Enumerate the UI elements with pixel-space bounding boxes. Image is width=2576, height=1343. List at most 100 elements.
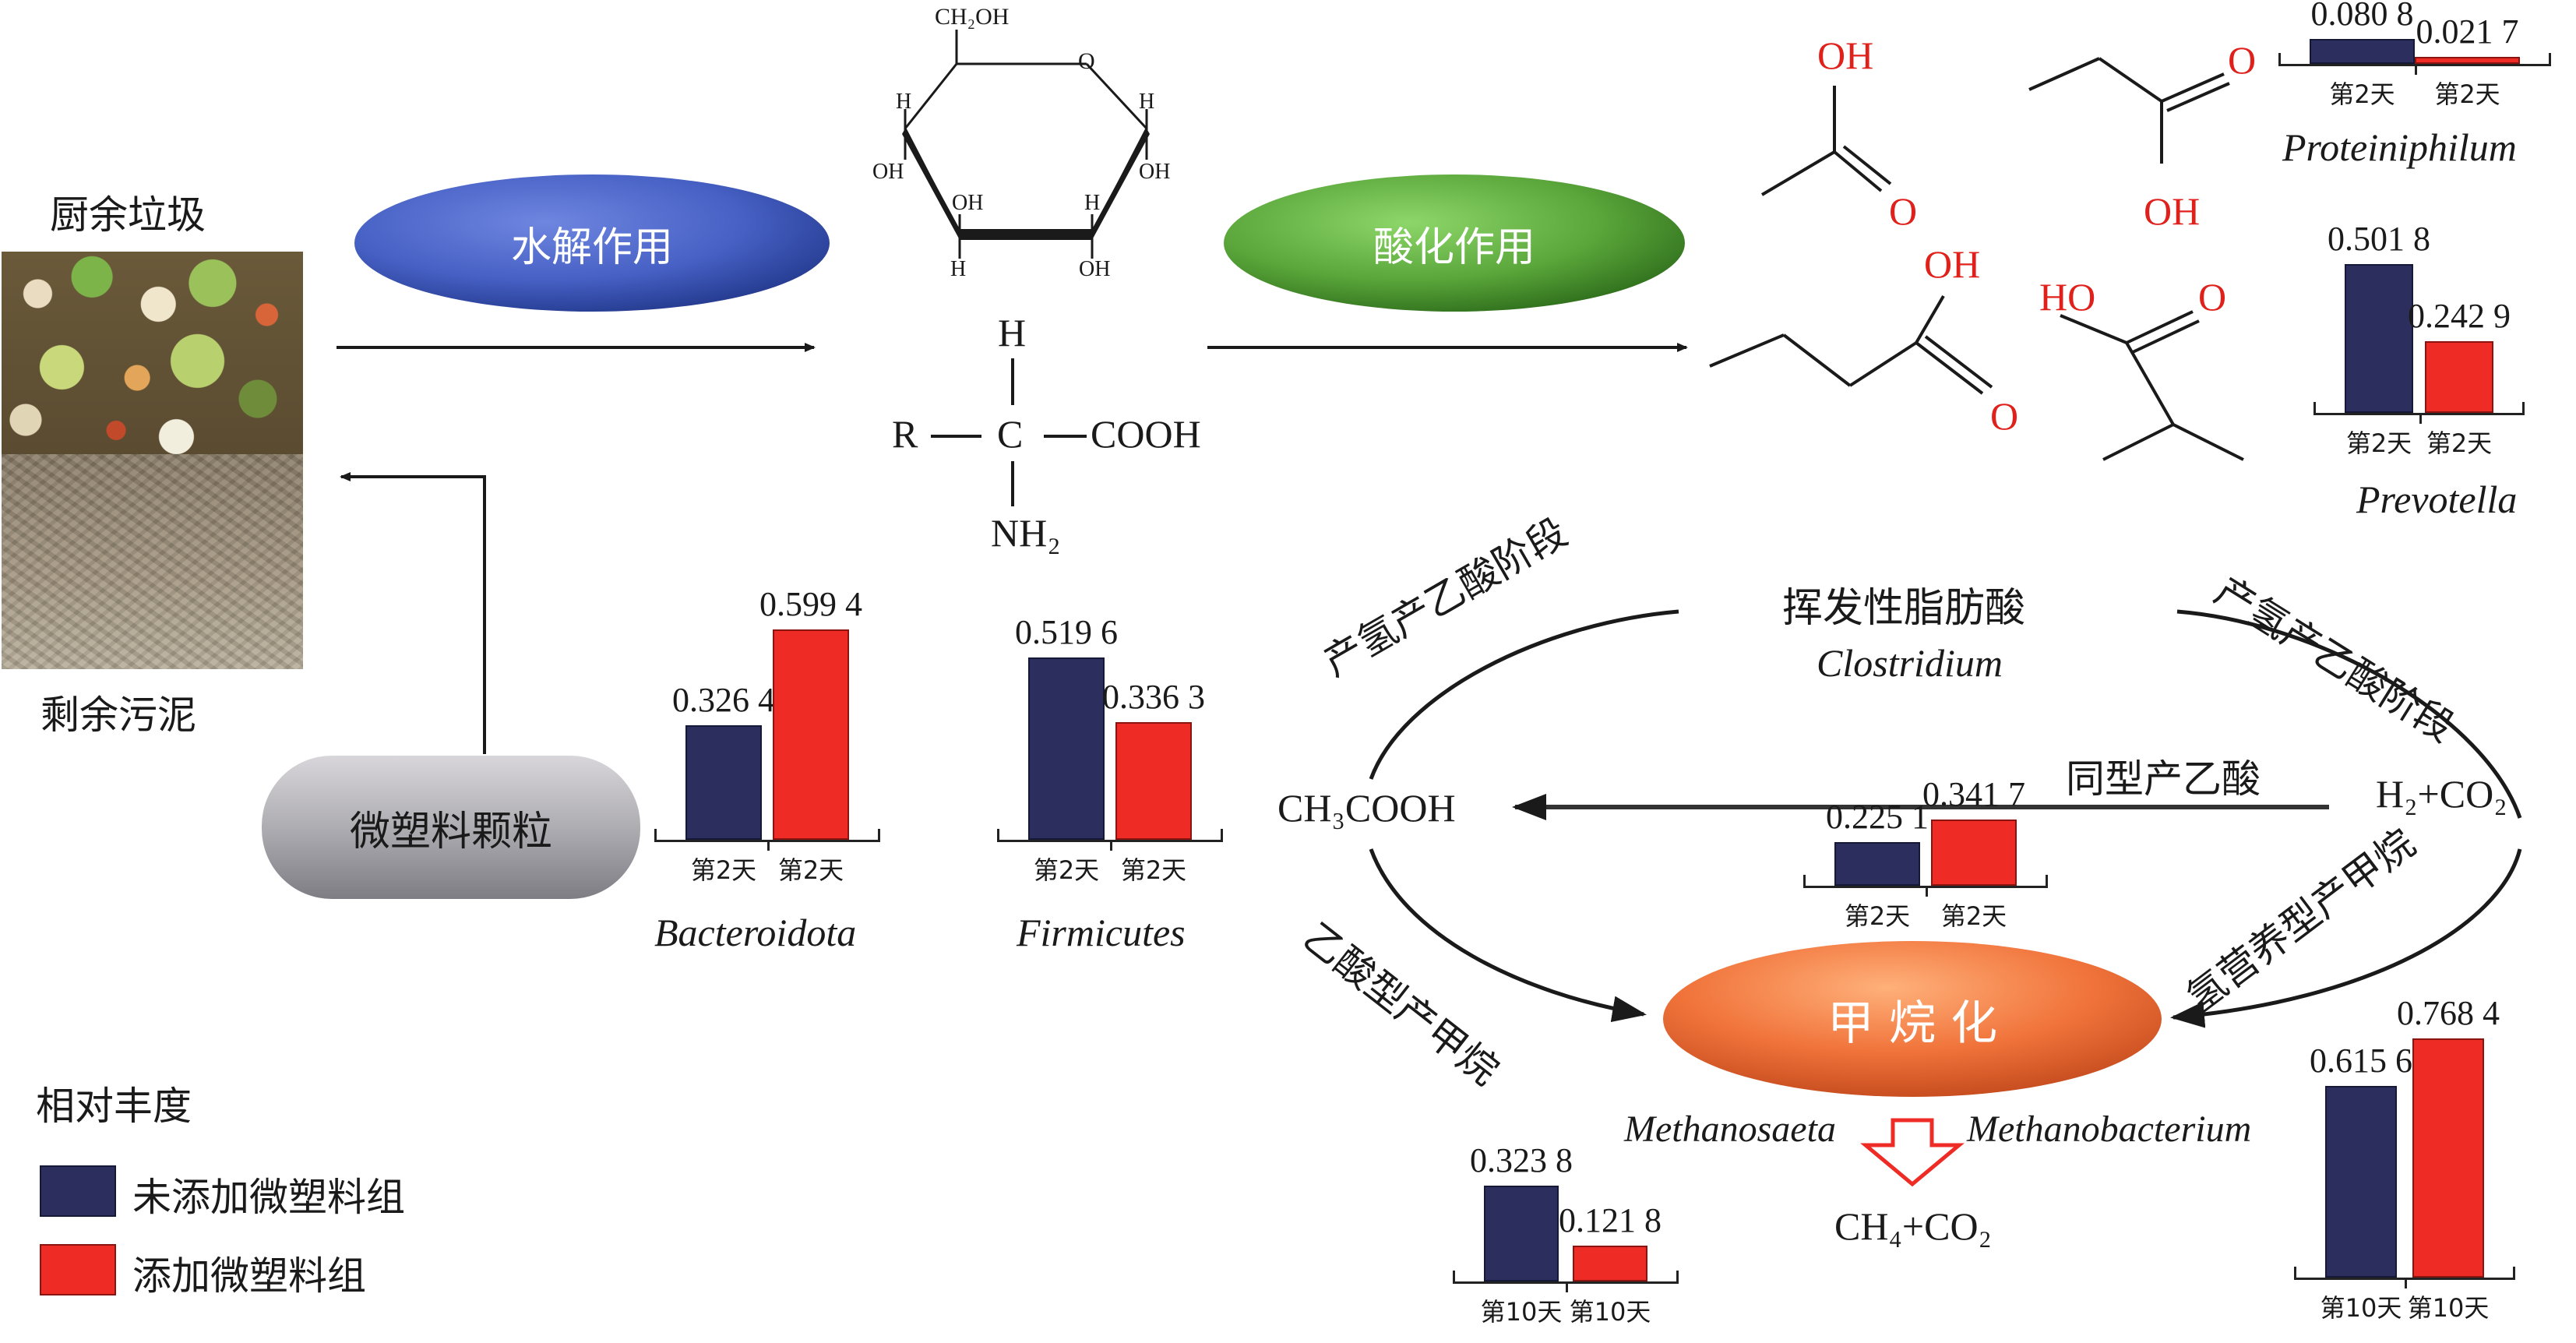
glucose-oh2: OH: [1139, 160, 1171, 184]
bar-category-label: 第10天: [1480, 1297, 1563, 1327]
bar-category-label: 第2天: [1033, 855, 1100, 885]
hydrolysis-ellipse: [354, 174, 830, 312]
legend-title: 相对丰度: [36, 1084, 192, 1129]
chart-axis-tick: [2278, 53, 2281, 66]
bar-value-label: 0.021 7: [2416, 12, 2519, 51]
bar-category-label: 第10天: [2407, 1293, 2490, 1323]
propionic-o: O: [2228, 38, 2257, 82]
glucose-h1: H: [896, 90, 912, 114]
chart-axis-tick: [767, 840, 770, 851]
bar-value-label: 0.501 8: [2328, 220, 2430, 259]
bar-category-label: 第10天: [2320, 1293, 2402, 1323]
chart-taxon-label: Firmicutes: [1017, 911, 1186, 954]
acidification-label: 酸化作用: [1373, 224, 1535, 271]
clostridium-label: Clostridium: [1817, 641, 2003, 685]
microplastic-label: 微塑料颗粒: [349, 808, 552, 855]
glucose-oh3: OH: [952, 191, 984, 215]
bar-category-label: 第2天: [690, 855, 757, 885]
legend-treated-swatch: [40, 1244, 116, 1295]
chart-axis-tick: [2046, 875, 2048, 888]
chart-axis-tick: [1566, 1281, 1568, 1292]
acidification-ellipse: [1224, 174, 1685, 312]
glucose-o: O: [1078, 48, 1095, 74]
vfa-label: 挥发性脂肪酸: [1782, 585, 2026, 632]
acetic-acid-label: CH₃COOH: [1277, 786, 1456, 830]
chart-taxon-label: Prevotella: [2356, 478, 2518, 521]
methanation-ellipse: [1663, 941, 2162, 1097]
glucose-h3: H: [1084, 191, 1101, 215]
methanobacterium-label: Methanobacterium: [1967, 1109, 2252, 1150]
legend-control-swatch: [40, 1165, 116, 1217]
bar-value-label: 0.225 1: [1826, 797, 1929, 836]
bar-value-label: 0.080 8: [2310, 0, 2414, 33]
homoacetogen-label: 同型产乙酸: [2066, 756, 2261, 802]
bar-value-label: 0.768 4: [2397, 993, 2500, 1032]
amino-c: C: [997, 412, 1024, 456]
bar-value-label: 0.341 7: [1922, 774, 2025, 813]
bar-value-label: 0.615 6: [2310, 1041, 2412, 1080]
chart-axis-tick: [2415, 64, 2417, 75]
methanosaeta-label: Methanosaeta: [1624, 1109, 1836, 1150]
bar-treated: [773, 629, 849, 840]
amino-h: H: [998, 311, 1027, 354]
bar-category-label: 第2天: [1940, 901, 2007, 931]
products-label: CH₄+CO₂: [1834, 1204, 1992, 1248]
bar-treated: [1115, 721, 1192, 840]
chart-axis-tick: [1221, 829, 1223, 842]
bar-category-label: 第2天: [2434, 79, 2500, 109]
bar-category-label: 第2天: [777, 855, 844, 885]
acetic-o: O: [1889, 189, 1918, 233]
glucose-oh1: OH: [872, 160, 904, 184]
amino-cooh: COOH: [1091, 412, 1201, 456]
microplastic-capsule: [262, 756, 640, 899]
chart-axis-tick: [997, 829, 999, 842]
bar-value-label: 0.599 4: [759, 585, 862, 624]
chart-axis-tick: [2419, 413, 2422, 424]
chart-axis-tick: [2405, 1278, 2407, 1288]
bar-category-label: 第2天: [2345, 428, 2412, 458]
chart-taxon-label: Bacteroidota: [654, 911, 857, 954]
glucose-oh4: OH: [1079, 257, 1111, 281]
chart-axis-tick: [1803, 875, 1806, 888]
chart-axis-tick: [2549, 53, 2551, 66]
bar-control: [2325, 1085, 2397, 1278]
bar-value-label: 0.336 3: [1102, 677, 1205, 716]
legend-control-label: 未添加微塑料组: [132, 1175, 405, 1220]
bar-value-label: 0.519 6: [1015, 613, 1118, 652]
glucose-h4: H: [950, 257, 967, 281]
bar-category-label: 第10天: [1569, 1297, 1651, 1327]
chart-axis-tick: [1926, 886, 1928, 897]
propionic-oh: OH: [2144, 189, 2201, 233]
waste-sludge-photo: [2, 252, 303, 669]
chart-axis-tick: [2513, 1267, 2515, 1280]
bar-treated: [1931, 819, 2017, 886]
kitchen-waste-label: 厨余垃圾: [50, 192, 206, 238]
butyric-oh: OH: [1924, 242, 1981, 286]
acetic-oh: OH: [1817, 33, 1874, 77]
methanation-label: 甲 烷 化: [1827, 996, 1998, 1051]
isobutyric-o: O: [2198, 275, 2227, 319]
glucose-h2: H: [1139, 90, 1155, 114]
bar-category-label: 第2天: [1844, 901, 1911, 931]
hydrolysis-label: 水解作用: [510, 224, 673, 271]
h2co2-label: H₂+CO₂: [2376, 772, 2507, 816]
amino-r: R: [892, 412, 918, 456]
legend-treated-label: 添加微塑料组: [132, 1253, 366, 1299]
chart-axis-tick: [654, 829, 657, 842]
bar-control: [1834, 841, 1920, 886]
chart-taxon-label: Proteiniphilum: [2282, 125, 2517, 169]
chart-axis-tick: [1676, 1271, 1679, 1284]
chart-axis-tick: [2313, 402, 2316, 415]
chart-axis-tick: [1453, 1271, 1455, 1284]
bar-category-label: 第2天: [2329, 79, 2395, 109]
bar-control: [1484, 1185, 1559, 1281]
chart-axis-tick: [878, 829, 880, 842]
sludge-label: 剩余污泥: [41, 693, 196, 738]
bar-treated: [1573, 1245, 1647, 1281]
bar-control: [1028, 657, 1105, 840]
glucose-ch2oh: CH₂OH: [935, 4, 1010, 30]
bar-treated: [2415, 57, 2520, 64]
bar-value-label: 0.323 8: [1470, 1140, 1573, 1179]
chart-axis-tick: [2294, 1267, 2296, 1280]
